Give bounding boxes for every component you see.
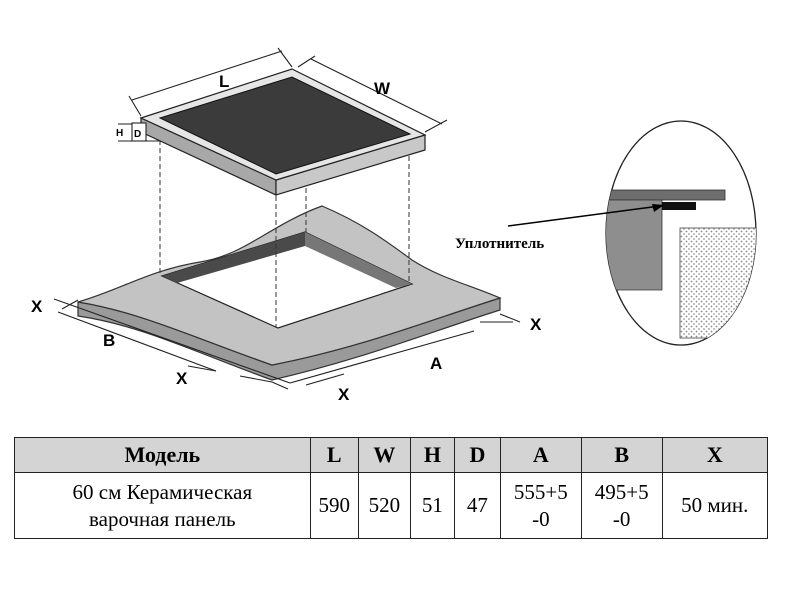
dim-label-b: B <box>103 331 115 350</box>
countertop-dimensions <box>53 298 521 390</box>
dim-label-x-bottom-left: X <box>176 369 188 388</box>
cell-a: 555+5 -0 <box>499 472 582 539</box>
spec-table: Модель L W H D A B X 60 см Керамическая … <box>14 437 769 539</box>
hob-panel <box>139 68 427 196</box>
dim-label-x-left: X <box>31 297 43 316</box>
header-w: W <box>357 437 411 473</box>
cell-model: 60 см Керамическая варочная панель <box>14 472 311 539</box>
header-a: A <box>499 437 582 473</box>
hob-installation-diagram: L W H D X B X X A X Уплотнитель <box>31 47 757 404</box>
hob-dimensions <box>118 47 448 142</box>
header-d: D <box>453 437 501 473</box>
cell-l: 590 <box>309 472 359 539</box>
cell-d: 47 <box>453 472 501 539</box>
dim-label-d: D <box>134 129 141 140</box>
header-x: X <box>661 437 769 473</box>
header-b: B <box>580 437 663 473</box>
table-header-row: Модель L W H D A B X <box>14 437 769 473</box>
header-l: L <box>309 437 359 473</box>
table-row: 60 см Керамическая варочная панель 590 5… <box>14 472 769 539</box>
cell-x: 50 мин. <box>661 472 769 539</box>
dim-label-w: W <box>374 79 391 98</box>
cell-h: 51 <box>409 472 455 539</box>
dim-label-l: L <box>219 72 229 91</box>
seal-label: Уплотнитель <box>455 236 544 252</box>
header-h: H <box>409 437 455 473</box>
dim-label-x-bottom: X <box>338 385 350 404</box>
dim-label-x-right: X <box>530 315 542 334</box>
dim-label-h: H <box>116 128 123 139</box>
seal-pointer-arrow <box>507 205 661 227</box>
cell-b: 495+5 -0 <box>580 472 663 539</box>
header-model: Модель <box>14 437 311 473</box>
seal-arrow-head <box>652 204 664 212</box>
dim-label-a: A <box>430 354 442 373</box>
cell-w: 520 <box>357 472 411 539</box>
countertop <box>77 205 502 381</box>
seal-detail-inset <box>605 120 757 346</box>
